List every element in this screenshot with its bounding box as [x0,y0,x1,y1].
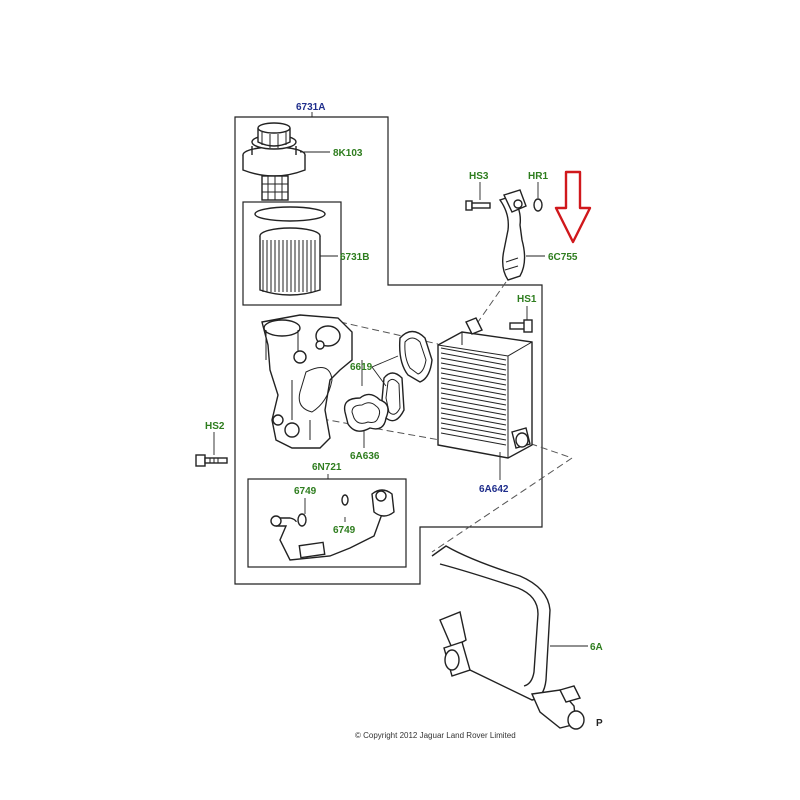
filter-element-6731B [254,206,326,296]
label-HS2: HS2 [205,421,225,432]
label-P: P [596,718,603,729]
oil-cooler-6A642 [437,317,533,459]
label-6A636: 6A636 [350,451,380,462]
bolt-HS2 [195,454,228,467]
label-6A642: 6A642 [479,484,509,495]
bolt-HS3 [465,200,491,211]
label-6619: 6619 [350,362,373,373]
label-6C755: 6C755 [548,252,578,263]
assembly-frame-6731A [234,116,543,585]
leader-lines [213,112,588,647]
dash-line-hose-cooler [477,281,507,323]
lower-pipe-6A [431,545,585,730]
gaskets-6619 [381,330,433,422]
seal-ring-6A636 [343,393,389,432]
label-8K103: 8K103 [333,148,363,159]
sub-frame-6N721 [247,478,407,568]
label-6731A: 6731A [296,102,325,113]
bolt-HS1 [509,319,533,333]
label-HS1: HS1 [517,294,537,305]
label-HS3: HS3 [469,171,489,182]
label-6N721: 6N721 [312,462,342,473]
label-6A: 6A [590,642,603,653]
down-arrow-icon [554,170,592,244]
label-6749-upper: 6749 [294,486,317,497]
copyright-notice: © Copyright 2012 Jaguar Land Rover Limit… [355,731,516,740]
dash-line-cooler-lower [519,439,573,459]
filter-element-box [242,201,342,306]
hose-6C755 [498,189,527,281]
label-6749-lower: 6749 [333,525,356,536]
ring-HR1 [533,198,543,212]
filter-cap-8K103 [242,122,306,201]
label-HR1: HR1 [528,171,548,182]
oil-filter-housing [261,314,353,449]
pipe-assembly-6N721 [270,489,395,561]
dash-line-cooler-pipe [431,457,573,553]
label-6731B: 6731B [340,252,369,263]
part-labels: 6731A 8K103 6731B 6619 6A636 6A642 6C755… [205,102,603,729]
